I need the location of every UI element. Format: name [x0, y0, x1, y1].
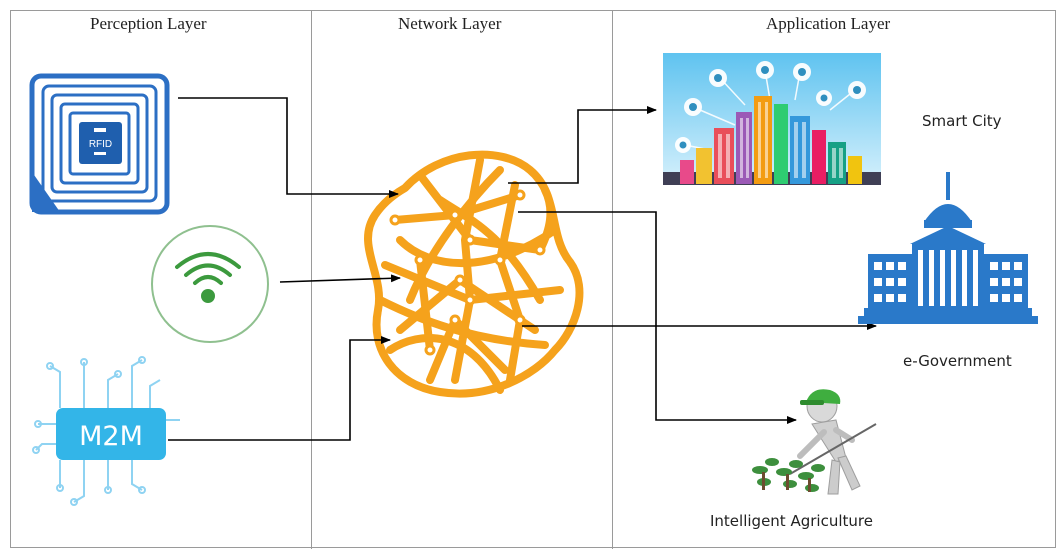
- diagram-frame: [10, 10, 1056, 549]
- m2m-chip: M2M: [56, 408, 166, 460]
- m2m-label: M2M: [79, 421, 143, 452]
- smart-city-label: Smart City: [922, 112, 1002, 130]
- connection-arrows: [168, 97, 877, 441]
- government-building-details: [874, 250, 1022, 306]
- network-nodes: [389, 189, 546, 356]
- wifi-icon: [151, 225, 269, 343]
- perception-layer-header: Perception Layer: [90, 14, 207, 33]
- government-building-icon: [858, 172, 1038, 324]
- smart-city-illustration: [663, 53, 881, 185]
- e-government-label: e-Government: [903, 352, 1012, 370]
- arrow-network-to-agriculture: [518, 211, 797, 424]
- arrow-rfid-to-network: [178, 97, 399, 198]
- rfid-icon: RFID: [29, 73, 170, 215]
- arrow-m2m-to-network: [168, 336, 391, 441]
- agriculture-farmer-icon: [752, 389, 877, 495]
- m2m-chip-icon: [32, 356, 180, 506]
- network-mesh-icon: [364, 150, 584, 398]
- application-layer-header: Application Layer: [766, 14, 891, 33]
- arrow-wifi-to-network: [279, 274, 401, 283]
- intelligent-agriculture-label: Intelligent Agriculture: [710, 512, 873, 530]
- network-layer-header: Network Layer: [398, 14, 502, 33]
- rfid-label: RFID: [89, 139, 112, 150]
- arrow-network-to-smart-city: [508, 106, 657, 184]
